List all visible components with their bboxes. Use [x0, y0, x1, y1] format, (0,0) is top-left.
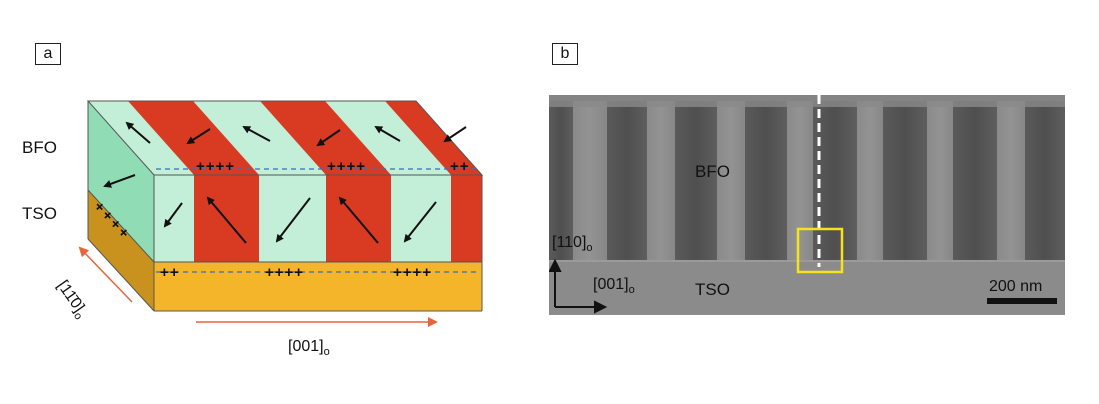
polarization-arrow: [443, 126, 467, 143]
substrate-side-face: [88, 190, 154, 311]
panel-b-label: b: [552, 43, 578, 65]
polarization-arrow: [275, 197, 311, 243]
domain-schematic: ++++ ++++ ++ ++ ++++ ++++ ++++ [11̄0]o […: [51, 100, 484, 358]
horizontal-axis-label: [001]o: [288, 338, 330, 358]
charge-label: ++: [450, 158, 470, 175]
charge-label: ++++: [196, 158, 235, 175]
tso-layer-label: TSO: [22, 204, 57, 223]
charge-label: ++++: [327, 158, 366, 175]
charge-label: ++: [160, 264, 180, 281]
substrate-front-face: [154, 262, 482, 311]
scale-bar-label: 200 nm: [989, 278, 1042, 295]
polarization-arrow: [186, 128, 211, 145]
bfo-front-face: [154, 175, 482, 262]
charge-label: ++++: [393, 264, 432, 281]
vertical-axis-label: [110]o: [552, 234, 593, 254]
polarization-arrow: [103, 174, 136, 188]
tso-label: TSO: [695, 280, 730, 299]
highlight-box: [796, 227, 844, 274]
depth-axis-arrow: [78, 246, 133, 303]
polarization-arrow: [125, 121, 151, 144]
bfo-stripe-domains: [549, 101, 1065, 261]
bfo-side-face: [88, 101, 154, 262]
axis-indicator: [549, 258, 608, 314]
depth-axis-label: [11̄0]o: [51, 278, 91, 323]
polarization-arrow: [206, 196, 247, 244]
polarization-arrow: [403, 201, 437, 243]
polarization-arrow: [163, 202, 183, 228]
polarization-arrow: [316, 129, 341, 147]
polarization-arrow: [242, 126, 271, 142]
tem-micrograph: BFO TSO [110]o [001]o 200 nm: [549, 95, 1065, 315]
horizontal-axis-label-b: [001]o: [593, 276, 635, 296]
bfo-layer-label: BFO: [22, 138, 57, 157]
panel-a-label: a: [35, 43, 61, 65]
scale-bar: [987, 298, 1057, 304]
bfo-label: BFO: [695, 162, 730, 181]
charge-label: ++++: [265, 264, 304, 281]
polarization-arrow: [338, 196, 379, 244]
tso-substrate-region: [549, 261, 1065, 315]
polarization-arrow: [374, 125, 401, 142]
